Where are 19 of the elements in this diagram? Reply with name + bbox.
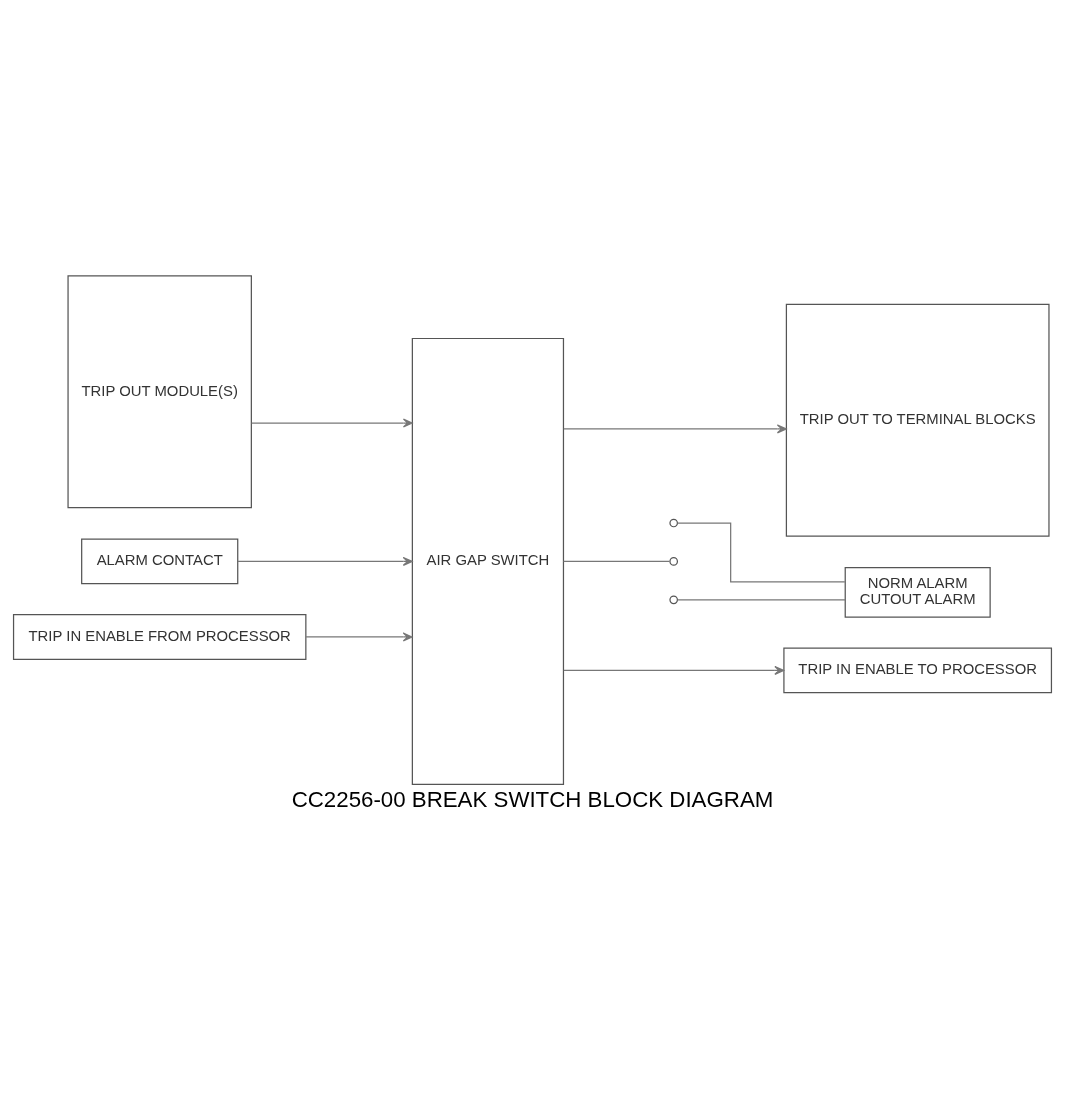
node-box: ALARM CONTACT xyxy=(81,538,239,585)
arrow xyxy=(237,556,413,566)
connector xyxy=(676,522,846,583)
arrow xyxy=(563,424,787,434)
arrow xyxy=(563,665,785,675)
node-box: TRIP IN ENABLE TO PROCESSOR xyxy=(783,647,1053,694)
node-circle xyxy=(669,557,679,566)
node-box: TRIP OUT TO TERMINAL BLOCKS xyxy=(785,303,1050,537)
connector xyxy=(676,599,846,601)
node-box: TRIP IN ENABLE FROM PROCESSOR xyxy=(12,614,307,660)
node-circle xyxy=(669,595,679,605)
arrow xyxy=(250,418,413,428)
caption: CC2256-00 BREAK SWITCH BLOCK DIAGRAM xyxy=(291,787,774,813)
connector xyxy=(562,560,671,563)
node-circle xyxy=(669,518,679,528)
arrow xyxy=(305,632,413,642)
node-box: TRIP OUT MODULE(S) xyxy=(67,275,252,509)
node-box: NORM ALARM CUTOUT ALARM xyxy=(844,567,991,618)
node-box: AIR GAP SWITCH xyxy=(411,337,565,785)
